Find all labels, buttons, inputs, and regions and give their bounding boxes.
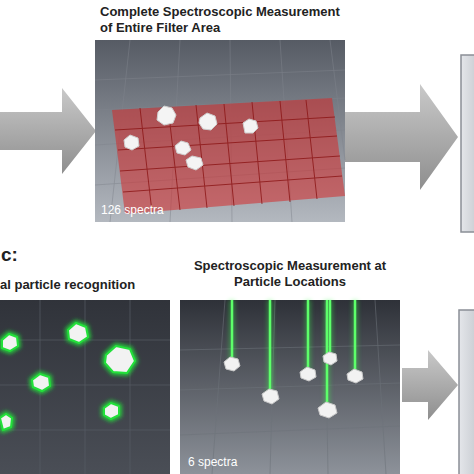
next-panel [461,55,474,232]
spectra-count: 126 spectra [101,203,164,217]
section-label: c: [1,244,18,266]
measurement-grid-lines [115,100,342,212]
next-panel [459,310,474,474]
panel-heading: Complete Spectroscopic Measurement of En… [100,4,345,36]
measurement-grid [112,98,345,214]
filter-render [95,40,345,222]
spectroscopy-render [180,300,400,474]
image-panel: al particle recognition [0,300,170,474]
particles [124,106,258,170]
panel-heading: al particle recognition [0,277,135,293]
image-panel: Spectroscopic Measurement at Particle Lo… [180,300,400,474]
floor-grid [180,300,400,474]
recognition-grid [0,300,170,474]
laser-beams [232,300,355,408]
particles [224,352,363,418]
flow-arrow [402,350,458,420]
panel-heading: Spectroscopic Measurement at Particle Lo… [180,258,400,290]
recognition-image [0,300,170,474]
floor-grid [95,40,345,222]
flow-arrow [345,84,458,190]
recognized-particles [0,323,135,430]
image-panel: Complete Spectroscopic Measurement of En… [95,40,345,222]
flow-arrow [0,88,96,174]
spectra-count: 6 spectra [188,455,237,469]
